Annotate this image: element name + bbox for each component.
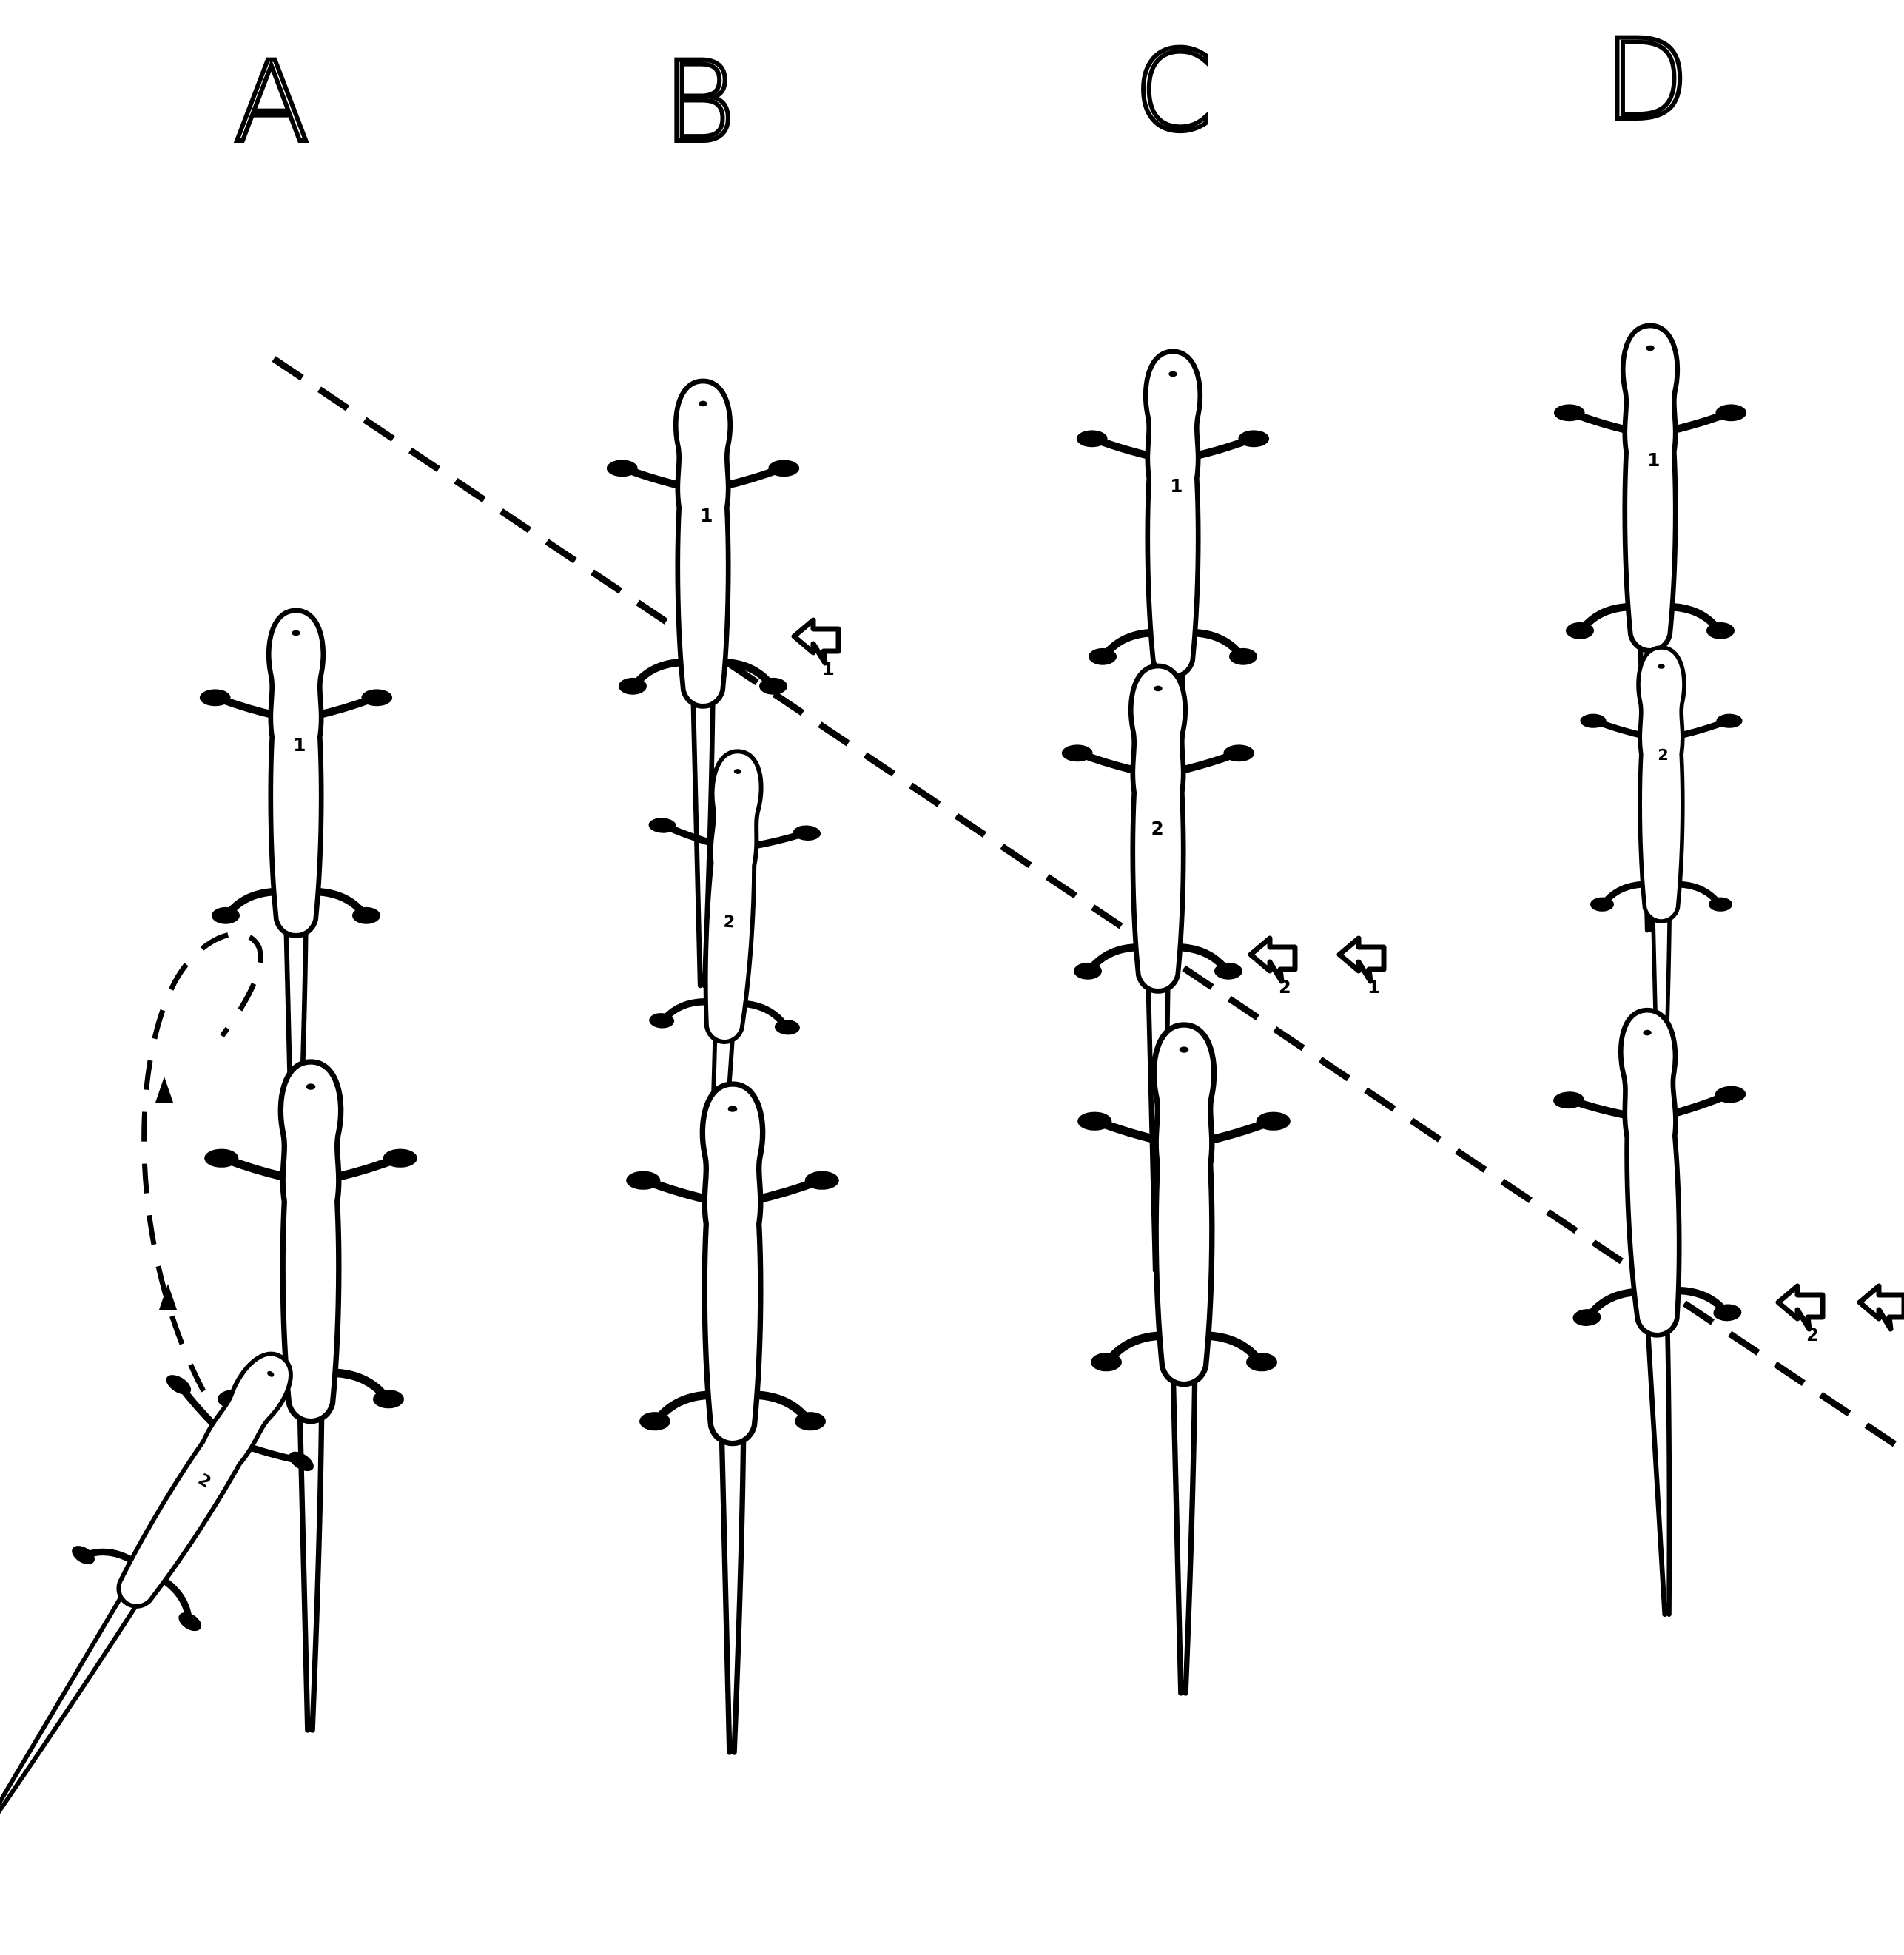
salamander-number: 1 xyxy=(1170,475,1183,497)
panel-c: 1 2 2 1 xyxy=(1062,351,1384,1693)
salamander-b-1: 1 xyxy=(607,381,799,986)
panel-label-d: D xyxy=(1604,16,1689,145)
salamander-number: 1 xyxy=(1647,449,1660,471)
arrow-d-1 xyxy=(1860,1286,1904,1329)
panel-a: 1 2 xyxy=(0,610,417,1861)
arrow-c-2: 2 xyxy=(1251,938,1295,997)
arrow-number: 2 xyxy=(1279,977,1291,997)
arrow-b: 1 xyxy=(794,620,838,679)
arrow-number: 1 xyxy=(822,659,835,679)
salamander-b-main xyxy=(626,1084,839,1752)
salamander-c-main xyxy=(1077,1025,1291,1693)
panel-d: 1 2 2 xyxy=(1550,326,1904,1618)
panel-label-c: C xyxy=(1134,27,1212,156)
panel-label-b: B xyxy=(663,38,736,167)
salamander-number: 1 xyxy=(700,505,713,526)
arrow-number: 1 xyxy=(1368,977,1380,997)
arrow-number: 2 xyxy=(1806,1325,1819,1345)
salamander-d-main xyxy=(1550,1007,1764,1618)
salamander-number: 2 xyxy=(723,912,736,932)
salamander-number: 2 xyxy=(1151,818,1164,839)
salamander-number: 1 xyxy=(293,734,306,756)
arrow-c-1: 1 xyxy=(1339,938,1384,997)
path-arrowhead xyxy=(155,1077,173,1103)
panel-b: 1 2 1 xyxy=(607,381,839,1752)
arrow-d-2: 2 xyxy=(1778,1286,1823,1345)
panel-label-a: A xyxy=(234,38,310,167)
salamander-number: 2 xyxy=(1658,746,1668,764)
